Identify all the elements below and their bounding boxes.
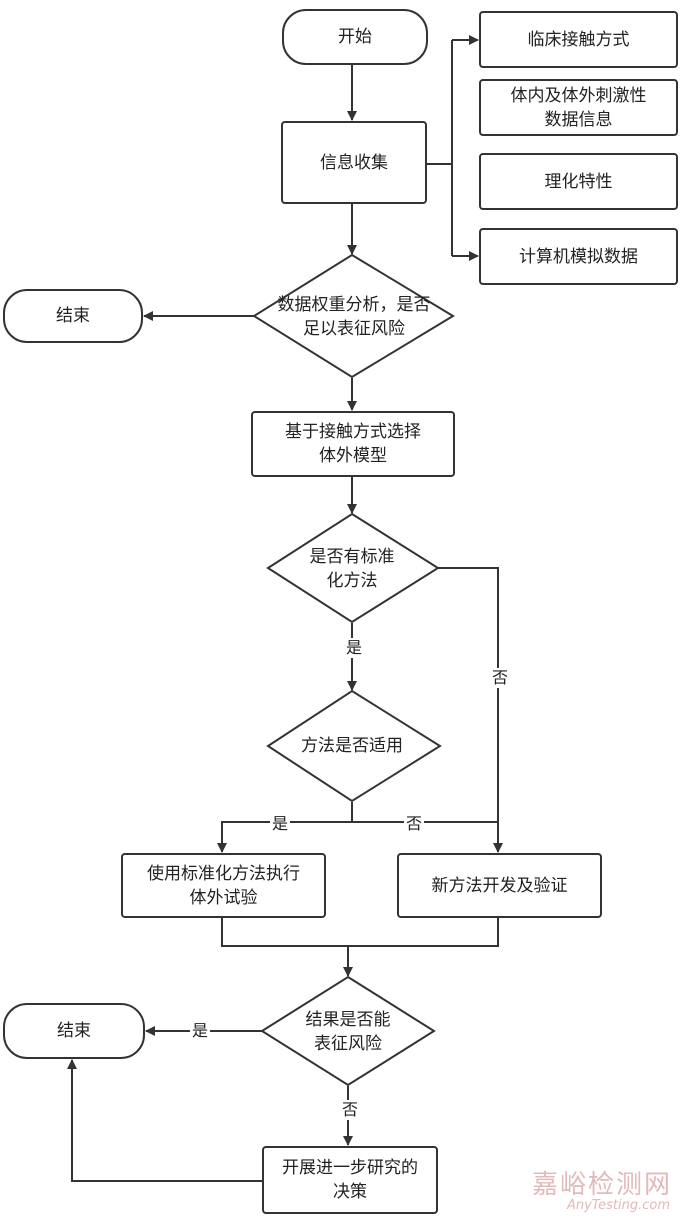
weight-analysis-text: 数据权重分析，是否足以表征风险 (277, 295, 431, 339)
info-collection-box: 信息收集 (281, 121, 427, 204)
diamond-weight (252, 253, 455, 379)
method-applicable-text: 方法是否适用 (301, 736, 403, 756)
edge-merge (221, 918, 499, 947)
edge-label-no-std: 否 (490, 668, 511, 688)
edge-label-yes-apply: 是 (270, 814, 291, 834)
physchem-box: 理化特性 (479, 153, 678, 210)
diamond-result (260, 975, 436, 1087)
edge-label-yes-result: 是 (190, 1021, 211, 1041)
edge-label-no-apply: 否 (404, 814, 425, 834)
diamond-apply (266, 689, 442, 803)
standard-method-text: 是否有标准化方法 (309, 547, 395, 591)
end-terminator-1: 结束 (3, 289, 143, 343)
computer-sim-box: 计算机模拟数据 (479, 228, 678, 285)
new-method-box: 新方法开发及验证 (397, 853, 602, 918)
stimulation-data-box: 体内及体外刺激性数据信息 (479, 79, 678, 136)
use-standard-method-box: 使用标准化方法执行体外试验 (121, 853, 326, 918)
edge-further-end2 (67, 1059, 262, 1182)
clinical-contact-box: 临床接触方式 (479, 11, 678, 68)
edge-label-yes-std: 是 (344, 638, 365, 658)
edge-label-no-result: 否 (340, 1100, 361, 1120)
end-terminator-2: 结束 (3, 1003, 145, 1059)
diamond-std (266, 512, 440, 624)
edge-apply-use (217, 821, 352, 853)
watermark-cn: 嘉峪检测网 (531, 1170, 672, 1200)
watermark-en: AnyTesting.com (566, 1198, 670, 1213)
further-research-box: 开展进一步研究的决策 (262, 1146, 438, 1214)
result-risk-text: 结果是否能表征风险 (305, 1010, 391, 1054)
select-model-box: 基于接触方式选择体外模型 (251, 411, 455, 477)
start-terminator: 开始 (282, 9, 428, 65)
edge-std-new (438, 567, 503, 853)
